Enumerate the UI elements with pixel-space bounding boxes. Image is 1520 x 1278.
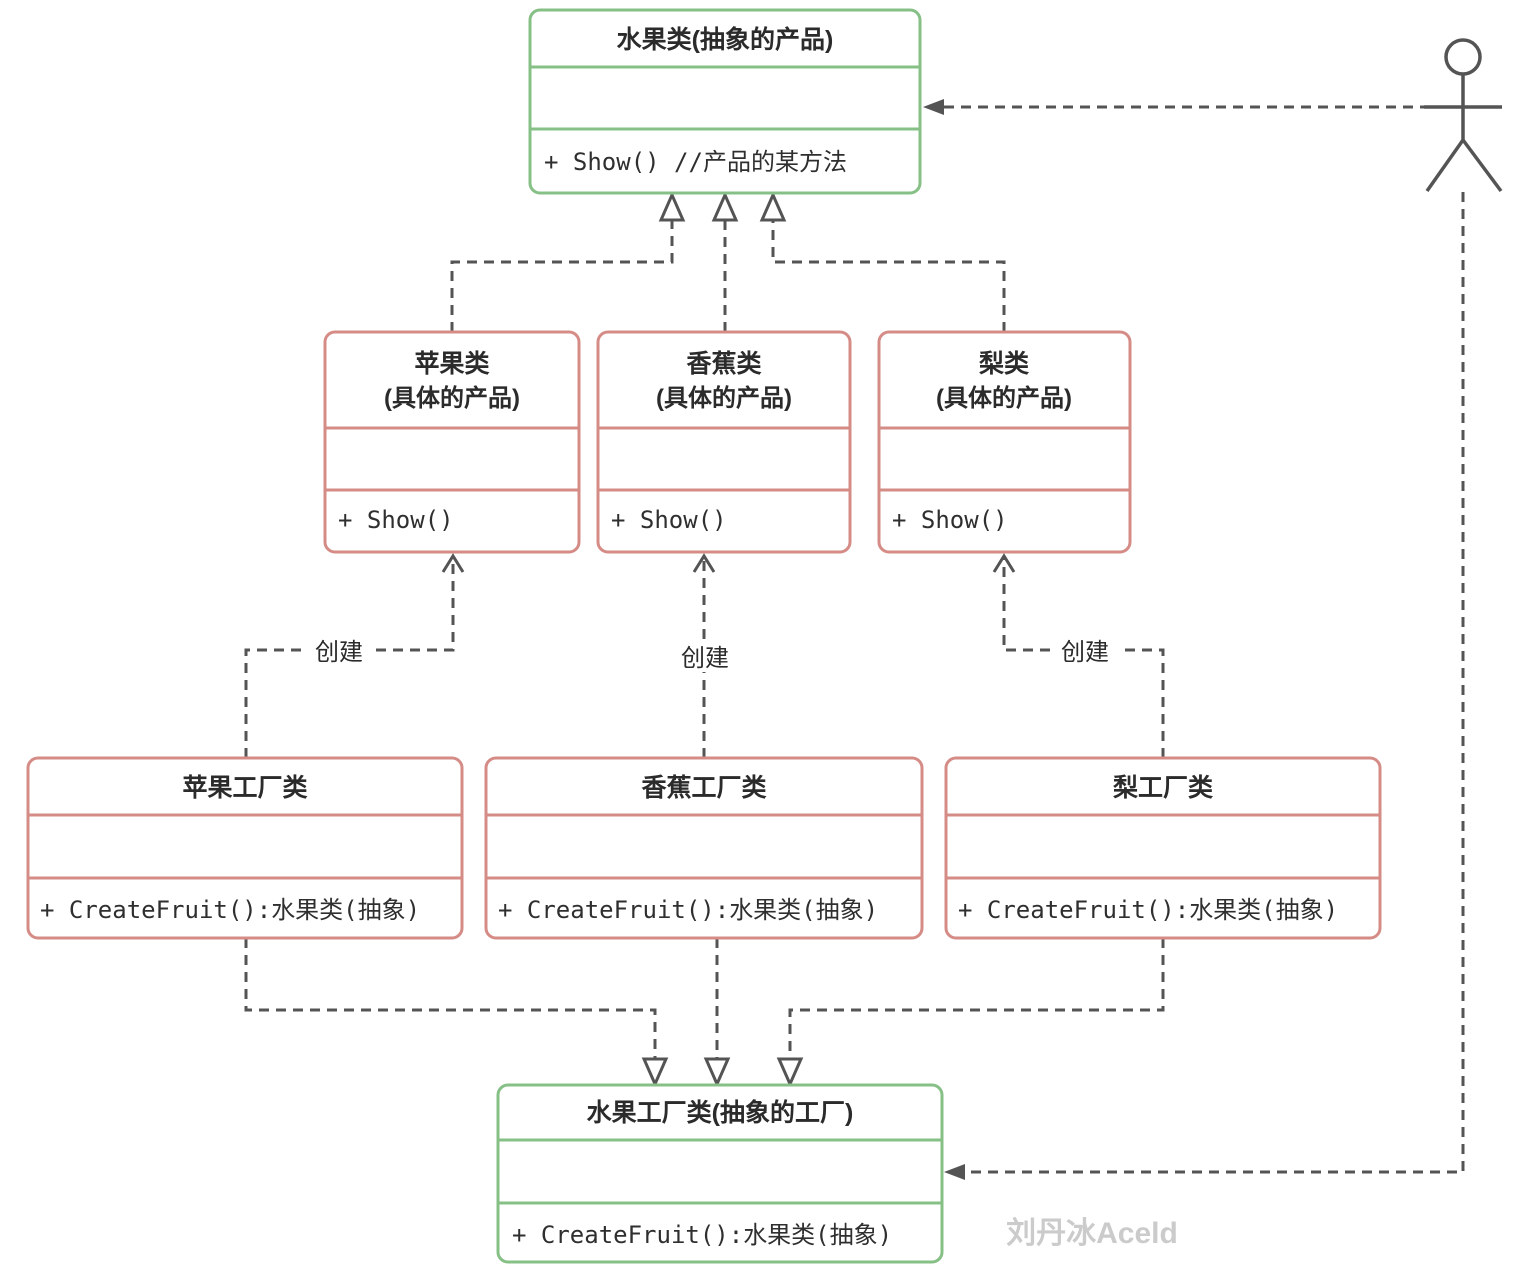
class-title: 水果类(抽象的产品) [617,25,834,54]
class-box-banana: 香蕉类 (具体的产品) + Show() [596,330,852,554]
create-label-bg [1052,633,1118,666]
inheritance-arrow-apple-factory [641,1057,669,1088]
class-box-border [323,330,581,554]
inheritance-arrow-banana [711,191,739,222]
actor-to-product-arrow [923,99,944,115]
actor-to-factory-arrow [944,1164,965,1180]
class-box-border [26,756,464,940]
inheritance-line-apple-factory [244,938,657,1058]
dependency-arrow-pear [992,553,1016,573]
class-title: 水果工厂类(抽象的工厂) [587,1098,854,1127]
create-label-apple: 创建 [315,639,363,666]
inheritance-line-pear [771,221,1006,332]
class-method: + CreateFruit():水果类(抽象) [512,1221,892,1249]
class-title: 苹果工厂类 [182,774,308,802]
class-method: + Show() [338,506,454,534]
actor-icon [1424,38,1503,193]
class-title: 苹果类 [414,350,490,378]
create-label-bg [672,640,738,672]
class-title: 梨类 [979,350,1030,378]
class-box-border [528,8,922,195]
inheritance-arrow-apple [658,191,686,222]
dependency-arrow-banana [692,553,716,573]
actor-head [1444,38,1482,76]
actor-to-factory-line [965,192,1465,1174]
class-box-border [496,1083,944,1264]
actor-leg-left [1425,138,1465,193]
class-box-pear: 梨类 (具体的产品) + Show() [877,330,1132,554]
class-method: + Show() //产品的某方法 [544,148,847,176]
class-title: 香蕉工厂类 [641,774,767,802]
connector-layer: 创建 创建 创建 [244,99,1465,1180]
class-box-banana-factory: 香蕉工厂类 + CreateFruit():水果类(抽象) [484,756,924,940]
create-label-pear: 创建 [1061,639,1109,666]
watermark: 刘丹冰Aceld [1006,1217,1178,1250]
class-box-border [484,756,924,940]
inheritance-arrow-pear [759,191,787,222]
class-box-border [944,756,1382,940]
class-method: + CreateFruit():水果类(抽象) [958,896,1338,924]
class-subtitle: (具体的产品) [384,384,520,412]
class-subtitle: (具体的产品) [936,384,1072,412]
class-box-pear-factory: 梨工厂类 + CreateFruit():水果类(抽象) [944,756,1382,940]
create-label-banana: 创建 [681,645,729,672]
class-method: + CreateFruit():水果类(抽象) [498,896,878,924]
class-title: 梨工厂类 [1113,774,1214,802]
class-box-border [877,330,1132,554]
class-method: + CreateFruit():水果类(抽象) [40,896,420,924]
inheritance-line-apple [450,221,674,332]
inheritance-line-pear-factory [788,938,1165,1058]
dependency-arrow-apple [441,553,465,573]
class-box-apple-factory: 苹果工厂类 + CreateFruit():水果类(抽象) [26,756,464,940]
actor-leg-right [1461,138,1503,193]
class-box-fruit-abstract: 水果类(抽象的产品) + Show() //产品的某方法 [528,8,922,195]
inheritance-arrow-banana-factory [703,1057,731,1088]
class-box-border [596,330,852,554]
class-method: + Show() [611,506,727,534]
class-box-fruit-factory-abstract: 水果工厂类(抽象的工厂) + CreateFruit():水果类(抽象) [496,1083,944,1264]
class-box-apple: 苹果类 (具体的产品) + Show() [323,330,581,554]
inheritance-arrow-pear-factory [776,1057,804,1088]
class-subtitle: (具体的产品) [656,384,792,412]
class-title: 香蕉类 [686,350,762,378]
class-method: + Show() [892,506,1008,534]
create-label-bg [306,633,372,666]
